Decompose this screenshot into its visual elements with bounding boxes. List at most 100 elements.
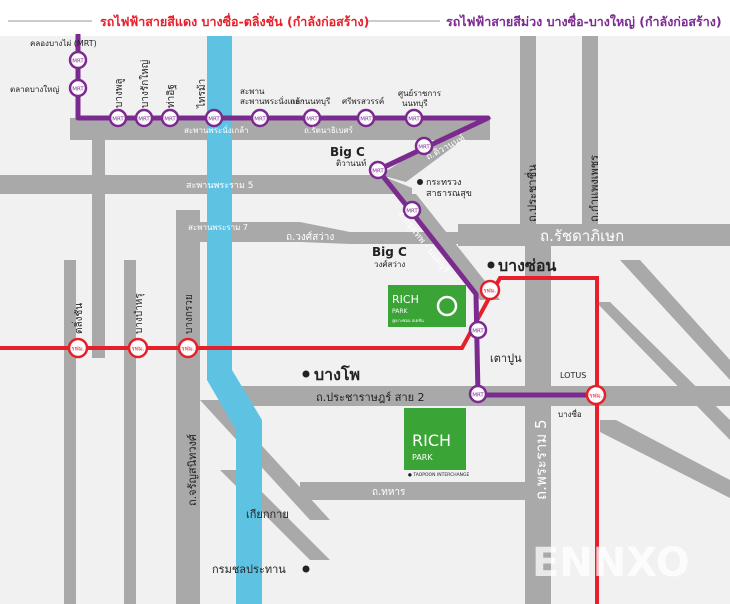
place-bigc-tiwanon-sub: ติวานนท์ bbox=[336, 158, 366, 168]
logo-small-park: PARK bbox=[392, 308, 409, 315]
road-label-pracharat-sai2: ถ.ประชาราษฎร์ สาย 2 bbox=[316, 391, 425, 404]
logo-small-rich: RICH bbox=[392, 293, 419, 306]
station-marker-wongsawang[interactable] bbox=[402, 200, 422, 220]
station-marker-yaek-nonthaburi[interactable] bbox=[302, 108, 322, 128]
road-kamphaeng-phet bbox=[582, 36, 598, 246]
station-badge-text: MRT bbox=[408, 117, 420, 123]
place-moph-line1: กระทรวง bbox=[426, 178, 461, 188]
road-pracha-chuen bbox=[520, 36, 536, 246]
station-badge-text: MRT bbox=[406, 209, 418, 215]
station-marker-bang-sue[interactable] bbox=[585, 384, 607, 406]
header-band bbox=[0, 0, 730, 36]
place-irrigation: กรมชลประทาน bbox=[212, 563, 286, 576]
road-rattanathibet bbox=[70, 118, 490, 140]
place-moph-line2: สาธารณสุข bbox=[426, 189, 472, 199]
road-label-wongsawang: ถ.วงศ์สว่าง bbox=[286, 231, 334, 243]
label-tha-it: ท่าอิฐ bbox=[166, 84, 177, 108]
place-kiakkai: เกียกกาย bbox=[246, 508, 289, 521]
label-taling-chan: ตลิ่งชัน bbox=[71, 303, 85, 334]
place-bigc-wongsawang-name: Big C bbox=[372, 245, 407, 259]
red-line-route bbox=[0, 276, 599, 604]
road-right-diagonal-1 bbox=[596, 302, 730, 440]
station-badge-text: รฟม. bbox=[131, 346, 144, 353]
station-marker-si-phran-sawan[interactable] bbox=[356, 108, 376, 128]
road-bang-pho-diagonal bbox=[200, 400, 330, 520]
road-label-rama5-road: ถ.พระราม 5 bbox=[532, 419, 550, 500]
station-badge-text: MRT bbox=[360, 117, 372, 123]
station-marker-bang-son[interactable] bbox=[479, 279, 501, 301]
station-badge-text: MRT bbox=[112, 117, 124, 123]
road-label-rama5-bridge: สะพานพระราม 5 bbox=[186, 181, 253, 191]
road-label-rattanathibet: ถ.รัตนาธิเบศร์ bbox=[304, 125, 354, 135]
station-badge-text: รฟม. bbox=[483, 288, 496, 295]
station-marker-nonthaburi-center[interactable] bbox=[404, 108, 424, 128]
label-bang-kruai: บางกรวย bbox=[184, 294, 195, 334]
station-badge-text: MRT bbox=[372, 169, 384, 175]
station-marker-phra-nang-klao[interactable] bbox=[250, 108, 270, 128]
station-marker-tiwanon[interactable] bbox=[414, 136, 434, 156]
logo-large-box bbox=[404, 408, 466, 470]
station-marker-tao-poon[interactable] bbox=[468, 320, 488, 340]
logo-small-box bbox=[388, 285, 466, 327]
purple-stations: MRT MRT MRT MRT MRT MRT MRT MRT MRT MRT … bbox=[68, 50, 488, 404]
station-marker-taling-chan[interactable] bbox=[67, 337, 89, 359]
station-badge-text: MRT bbox=[472, 329, 484, 335]
station-badge-text: MRT bbox=[254, 117, 266, 123]
station-marker-khlong-bang-phai[interactable] bbox=[68, 50, 88, 70]
road-rama5 bbox=[525, 246, 551, 604]
place-tao-poon: เตาปูน bbox=[490, 352, 522, 365]
purple-line-route bbox=[75, 34, 596, 398]
road-charan-sanitwong bbox=[176, 210, 200, 604]
label-si-phran-sawan: ศรีพรสวรรค์ bbox=[342, 96, 384, 106]
rich-park-logo-large: RICH PARK ● TAOPOON INTERCHANGE bbox=[404, 408, 470, 478]
chao-phraya-river bbox=[207, 36, 262, 604]
road-tiwanon bbox=[380, 118, 492, 182]
road-label-charan-sanitwong: ถ.จรัญสนิทวงศ์ bbox=[186, 434, 199, 506]
place-lotus: LOTUS bbox=[560, 371, 586, 380]
label-bang-rak-yai: บางรักใหญ่ bbox=[139, 60, 151, 108]
road-wongsawang bbox=[178, 222, 460, 244]
purple-line-title: รถไฟฟ้าสายสีม่วง บางซื่อ-บางใหญ่ (กำลังก… bbox=[446, 13, 722, 29]
station-marker-talad-bang-yai[interactable] bbox=[68, 78, 88, 98]
place-dot-moph bbox=[417, 179, 423, 185]
station-badge-text: MRT bbox=[72, 87, 84, 93]
label-nonthaburi-center-1: ศูนย์ราชการ bbox=[398, 88, 442, 99]
station-badge-text: รฟม. bbox=[181, 346, 194, 353]
label-talad-bang-yai: ตลาดบางใหญ่ bbox=[10, 85, 59, 94]
place-bigc-wongsawang-sub: วงศ์สว่าง bbox=[374, 259, 405, 269]
logo-large-tag: ● TAOPOON INTERCHANGE bbox=[408, 472, 470, 478]
station-marker-bang-phlu[interactable] bbox=[108, 108, 128, 128]
place-dot-bang-son bbox=[487, 261, 495, 269]
station-marker-bang-rak-yai[interactable] bbox=[134, 108, 154, 128]
road-label-rama7-bridge: สะพานพระราม 7 bbox=[188, 223, 248, 232]
station-marker-sai-ma[interactable] bbox=[204, 108, 224, 128]
label-phra-nang-klao-line1: สะพาน bbox=[240, 87, 265, 96]
watermark: ENNXO bbox=[532, 540, 690, 586]
place-dot-irrigation bbox=[302, 565, 310, 573]
road-thahan bbox=[300, 482, 526, 500]
station-marker-bang-bamru[interactable] bbox=[127, 337, 149, 359]
logo-small-tag: @บางซ่อน สเตชั่น bbox=[392, 318, 424, 323]
road-rama5-bridge bbox=[0, 175, 412, 194]
station-marker-bang-kruai[interactable] bbox=[177, 337, 199, 359]
label-bang-phlu: บางพลู bbox=[114, 78, 125, 108]
station-badge-text: MRT bbox=[306, 117, 318, 123]
road-right-diagonal-2 bbox=[600, 420, 730, 498]
place-bang-pho: บางโพ bbox=[314, 364, 360, 384]
road-right-diagonal-3 bbox=[620, 260, 730, 380]
station-badge-text: รฟม. bbox=[589, 393, 602, 400]
place-bang-sue: บางซื่อ bbox=[558, 408, 582, 419]
road-label-kamphaeng-phet: ถ.กำแพงเพชร bbox=[588, 155, 601, 222]
road-label-thahan: ถ.ทหาร bbox=[372, 487, 406, 498]
station-badge-text: MRT bbox=[72, 59, 84, 65]
station-badge-text: MRT bbox=[418, 145, 430, 151]
label-sai-ma: ไทรม้า bbox=[196, 79, 208, 109]
station-marker-bang-pho[interactable] bbox=[468, 384, 488, 404]
road-label-ratchadaphisek: ถ.รัชดาภิเษก bbox=[540, 227, 624, 245]
station-marker-bigc-tiwanon[interactable] bbox=[368, 160, 388, 180]
station-marker-tha-it[interactable] bbox=[160, 108, 180, 128]
place-bigc-tiwanon-name: Big C bbox=[330, 145, 365, 159]
place-dot-bang-pho bbox=[302, 370, 310, 378]
